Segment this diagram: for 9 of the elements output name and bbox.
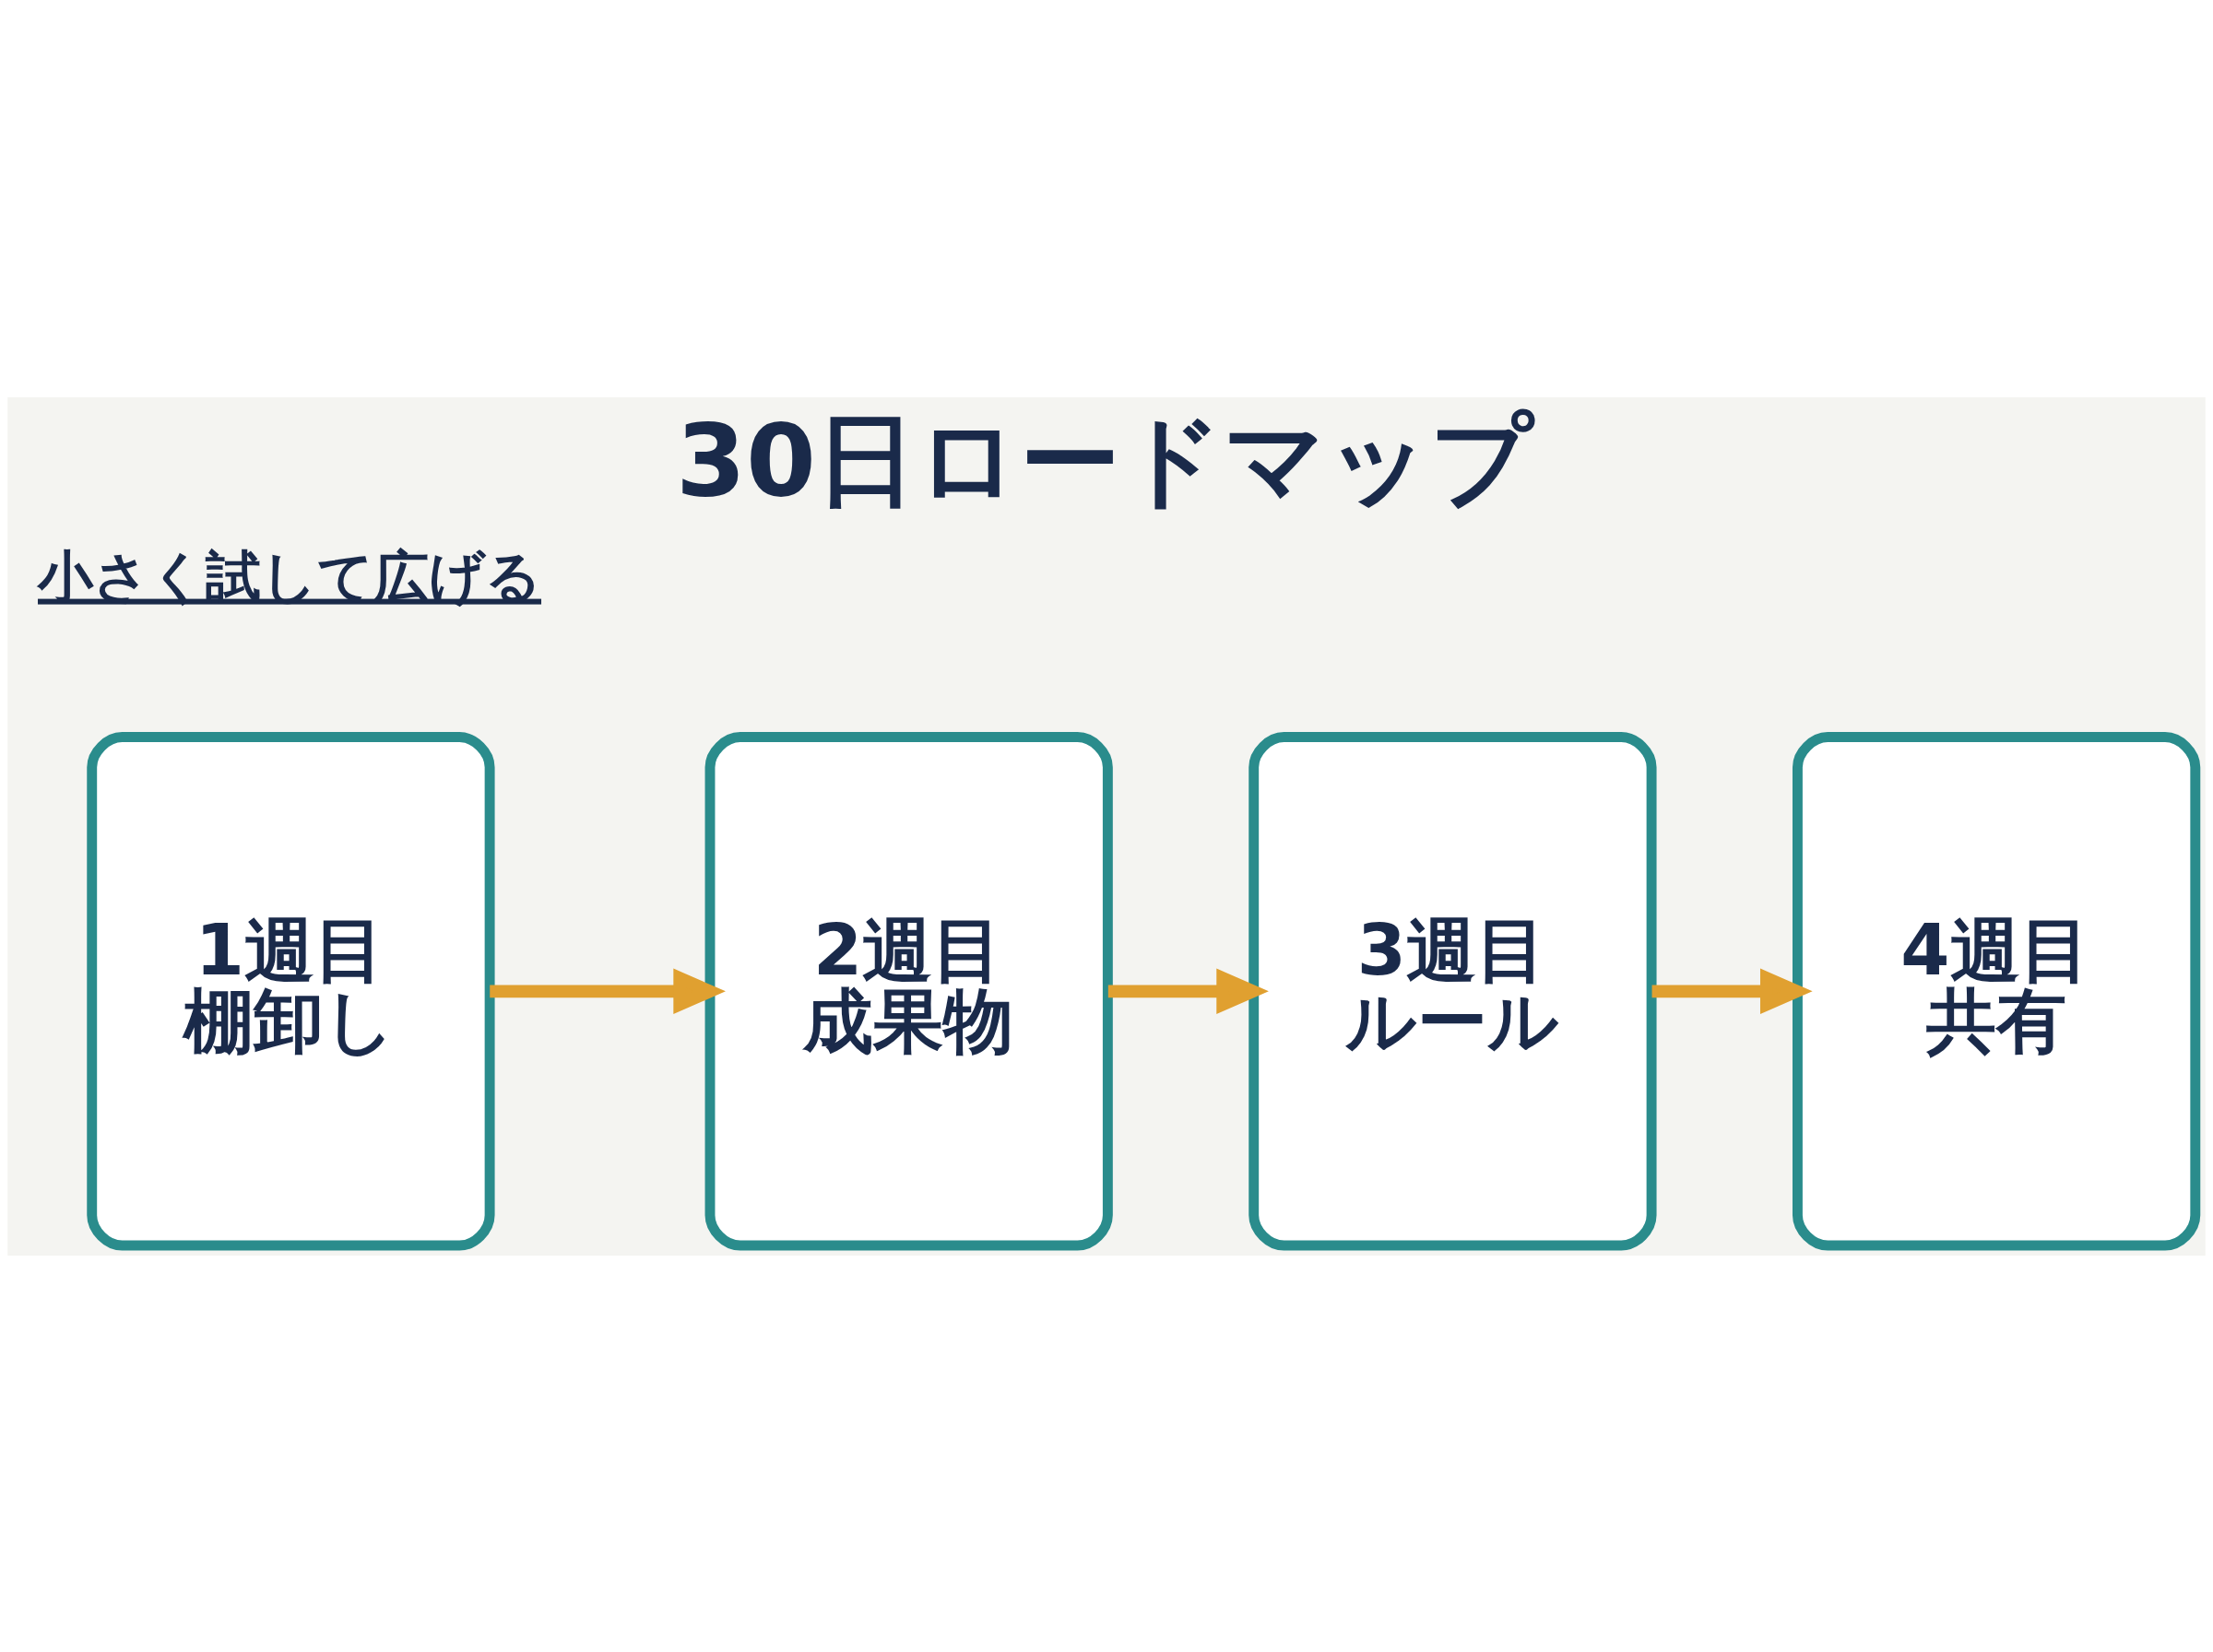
node-box: 4週目 共有 xyxy=(1793,731,2201,1251)
caption: 小さく試して広げる xyxy=(38,543,542,608)
diagram-title: 30日ロードマップ xyxy=(676,401,1534,519)
node-box: 3週目 ルール xyxy=(1249,731,1657,1251)
node-box: 2週目 成果物 xyxy=(704,731,1113,1251)
arrow xyxy=(1651,968,1813,1014)
arrow xyxy=(490,968,726,1014)
node-box: 1週目 棚卸し xyxy=(87,731,495,1251)
arrow xyxy=(1107,968,1269,1014)
